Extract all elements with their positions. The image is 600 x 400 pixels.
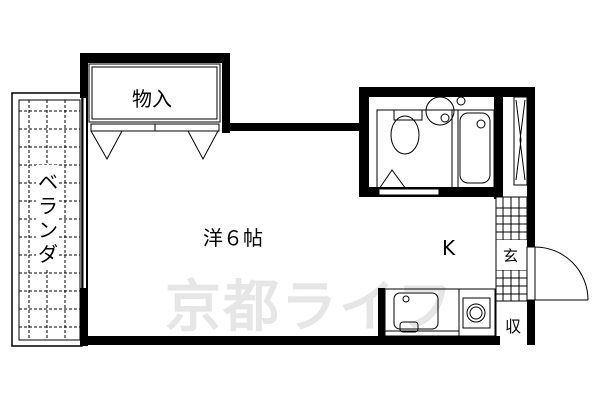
storage	[88, 63, 222, 161]
balcony-char: ラ	[38, 194, 58, 218]
storage-label: 物入	[132, 87, 172, 111]
balcony-char: ダ	[38, 242, 58, 266]
balcony	[11, 92, 83, 347]
bathroom	[369, 96, 503, 196]
closet-label: 収	[505, 317, 522, 336]
balcony-label: ベ ラ ン ダ	[38, 170, 58, 266]
entrance	[495, 196, 589, 340]
kitchen-label: K	[442, 236, 456, 260]
balcony-char: ベ	[38, 170, 58, 194]
entrance-label: 玄	[503, 245, 519, 266]
balcony-char: ン	[38, 218, 58, 242]
kitchen-counter	[384, 288, 496, 337]
western-room-label: 洋６帖	[203, 226, 263, 250]
